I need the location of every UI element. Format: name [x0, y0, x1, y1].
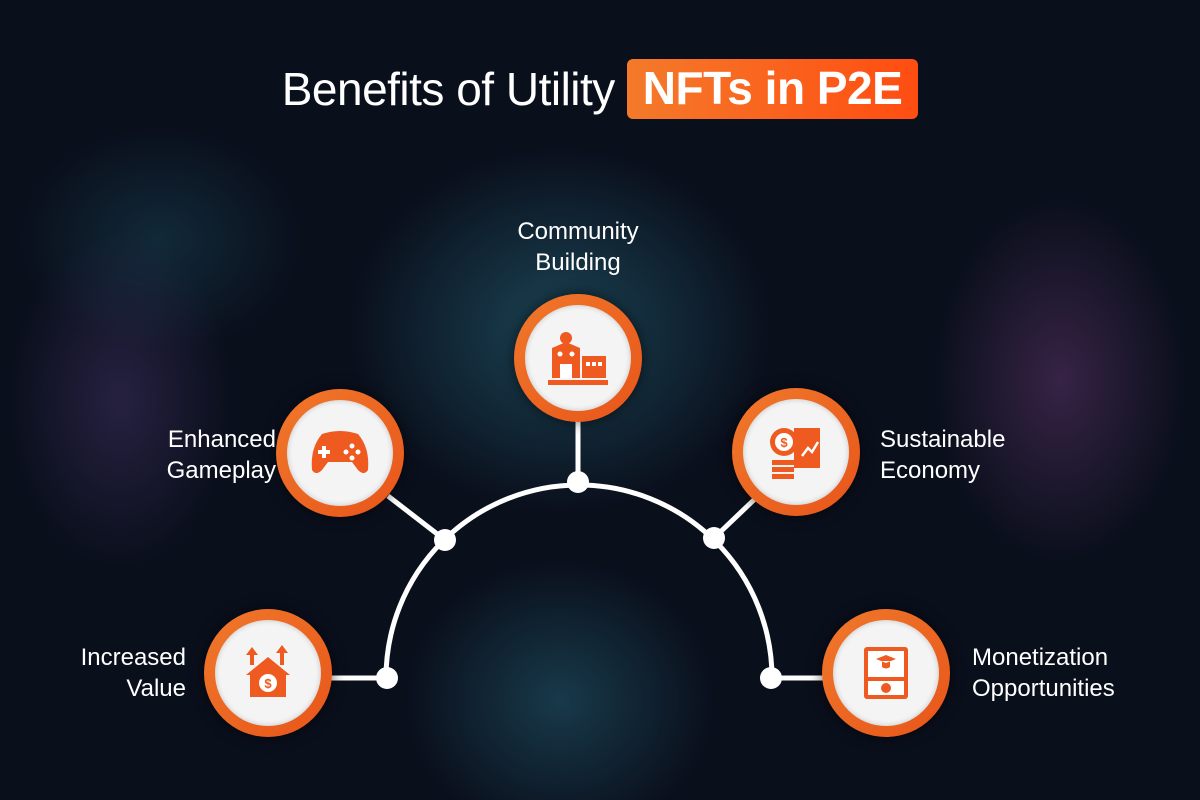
benefit-node-increased-value: $ — [204, 609, 332, 737]
benefit-node-monetization — [822, 609, 950, 737]
svg-text:$: $ — [264, 676, 272, 691]
label-line: Increased — [80, 644, 186, 671]
arc-dot — [703, 527, 725, 549]
community-building-icon — [548, 332, 608, 385]
label-line: Enhanced — [167, 426, 276, 453]
benefit-node-enhanced-gameplay — [276, 389, 404, 517]
arc-dot — [434, 529, 456, 551]
label-line: Community — [517, 218, 639, 245]
coins-report-icon: $ — [770, 428, 820, 479]
label-line: Value — [126, 675, 186, 702]
arc-dot — [376, 667, 398, 689]
title-highlight: NFTs in P2E — [626, 58, 919, 119]
title-text: Benefits of Utility — [281, 62, 616, 115]
label-line: Monetization — [972, 644, 1109, 671]
benefit-node-sustainable-economy: $ — [732, 388, 860, 516]
benefit-node-community-building — [514, 294, 642, 422]
label-line: Building — [535, 249, 621, 276]
label-line: Economy — [880, 457, 981, 484]
video-money-icon — [864, 647, 908, 699]
house-growth-icon: $ — [246, 645, 290, 697]
arc-dot — [760, 667, 782, 689]
label-line: Gameplay — [166, 457, 276, 484]
label-line: Sustainable — [880, 426, 1006, 453]
connector-line — [386, 494, 447, 542]
arc — [383, 482, 775, 679]
gamepad-icon — [311, 431, 369, 473]
arc-dot — [567, 471, 589, 493]
svg-text:$: $ — [780, 435, 788, 450]
label-line: Opportunities — [972, 675, 1115, 702]
